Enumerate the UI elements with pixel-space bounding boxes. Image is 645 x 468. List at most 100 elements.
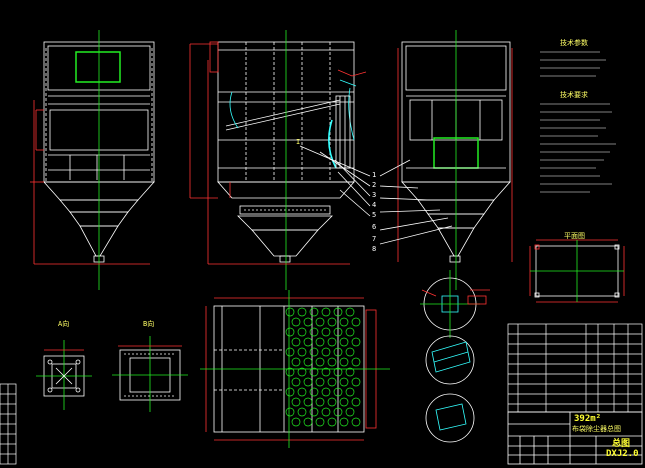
filter-bag-hole: [303, 377, 313, 387]
rear-elevation-view: [379, 30, 513, 290]
filter-bag-hole: [345, 327, 355, 337]
filter-bag-hole: [315, 397, 325, 407]
filter-bag-hole: [321, 347, 331, 357]
title-drawing-no: DXJ2.0: [606, 449, 639, 459]
filter-bag-hole: [285, 307, 295, 317]
filter-bag-hole: [321, 327, 331, 337]
filter-bag-hole: [339, 317, 349, 327]
section-b-label: B向: [143, 320, 155, 328]
filter-bag-hole: [291, 337, 301, 347]
filter-bag-hole: [315, 317, 325, 327]
filter-bag-hole: [297, 347, 307, 357]
filter-bag-hole: [339, 377, 349, 387]
filter-bag-hole: [333, 367, 343, 377]
detail-label: I: [296, 138, 301, 146]
filter-bag-hole: [333, 307, 343, 317]
filter-bag-hole: [327, 397, 337, 407]
filter-bag-hole: [321, 407, 331, 417]
filter-bag-hole: [321, 307, 331, 317]
filter-bag-hole: [291, 357, 301, 367]
part-number-7: 7: [372, 235, 377, 243]
filter-bag-hole: [309, 387, 319, 397]
filter-bag-hole: [339, 417, 349, 427]
filter-bag-hole: [309, 347, 319, 357]
section-b-view: [112, 336, 188, 412]
filter-bag-hole: [285, 387, 295, 397]
parts-list-table: [507, 323, 643, 413]
title-product: 392m²: [574, 414, 602, 424]
filter-bag-hole: [297, 407, 307, 417]
filter-bag-hole: [315, 337, 325, 347]
filter-bag-hole: [291, 317, 301, 327]
filter-bag-hole: [327, 377, 337, 387]
part-number-2: 2: [372, 181, 377, 189]
filter-bag-hole: [327, 337, 337, 347]
filter-bag-hole: [327, 417, 337, 427]
filter-bag-hole: [297, 367, 307, 377]
filter-bag-hole: [309, 367, 319, 377]
title-subtitle: 布袋除尘器总图: [572, 425, 621, 433]
filter-bag-hole: [345, 367, 355, 377]
filter-bag-hole: [291, 377, 301, 387]
filter-bag-hole: [291, 397, 301, 407]
side-elevation-view: [189, 30, 371, 290]
filter-bag-hole: [345, 347, 355, 357]
filter-bag-hole: [297, 387, 307, 397]
filter-bag-hole: [351, 377, 361, 387]
filter-bag-hole: [345, 307, 355, 317]
notes-section1-title: 技术参数: [560, 39, 588, 47]
filter-bag-hole: [285, 327, 295, 337]
filter-bag-hole: [303, 397, 313, 407]
detail-views: [420, 270, 490, 443]
filter-bag-hole: [333, 327, 343, 337]
filter-bag-hole: [333, 407, 343, 417]
title-company: 总图: [612, 439, 631, 449]
filter-bag-hole: [333, 387, 343, 397]
filter-bag-hole: [315, 377, 325, 387]
filter-bag-hole: [327, 357, 337, 367]
filter-bag-hole: [345, 407, 355, 417]
plan-view: [529, 239, 625, 303]
filter-bag-hole: [297, 327, 307, 337]
part-number-8: 8: [372, 245, 377, 253]
revision-table: [0, 383, 17, 465]
part-number-6: 6: [372, 223, 377, 231]
filter-bag-hole: [333, 347, 343, 357]
filter-bag-hole: [309, 407, 319, 417]
filter-bag-hole: [309, 327, 319, 337]
filter-bag-hole: [345, 387, 355, 397]
filter-bag-hole: [303, 417, 313, 427]
filter-bag-hole: [351, 397, 361, 407]
front-elevation-view: [30, 30, 155, 290]
filter-bag-hole: [291, 417, 301, 427]
filter-bag-hole: [285, 367, 295, 377]
filter-bag-hole: [327, 317, 337, 327]
filter-bag-hole: [315, 417, 325, 427]
filter-bag-hole: [297, 307, 307, 317]
filter-bag-hole: [351, 417, 361, 427]
section-a-view: [36, 340, 92, 410]
filter-bag-hole: [351, 317, 361, 327]
filter-bag-hole: [339, 337, 349, 347]
part-number-3: 3: [372, 191, 377, 199]
notes-text-block: [540, 51, 616, 193]
section-a-label: A向: [58, 320, 70, 328]
filter-bag-hole: [339, 397, 349, 407]
filter-bag-hole: [315, 357, 325, 367]
part-number-1: 1: [372, 171, 377, 179]
part-number-4: 4: [372, 201, 377, 209]
filter-bag-hole: [309, 307, 319, 317]
tube-sheet-plan-view: [200, 290, 390, 448]
filter-bag-hole: [303, 317, 313, 327]
filter-bag-hole: [351, 337, 361, 347]
filter-bag-hole: [351, 357, 361, 367]
filter-bag-hole: [321, 367, 331, 377]
filter-bag-hole: [303, 357, 313, 367]
filter-bag-hole: [303, 337, 313, 347]
title-block: [507, 411, 643, 465]
plan-label: 平面图: [564, 232, 585, 240]
notes-section2-title: 技术要求: [560, 91, 588, 99]
filter-bag-hole: [339, 357, 349, 367]
filter-bag-hole: [285, 347, 295, 357]
